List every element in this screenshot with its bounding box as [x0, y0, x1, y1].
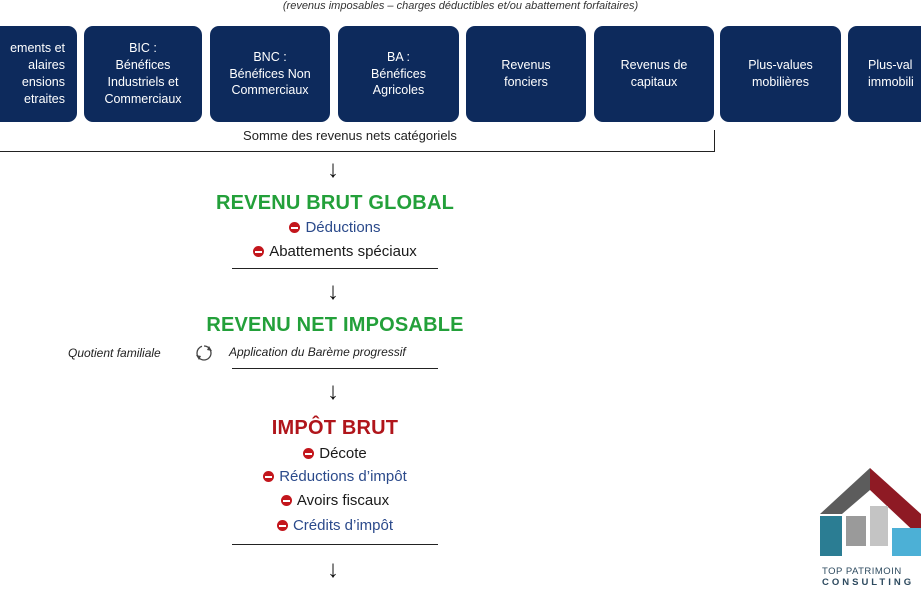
- minus-icon: [276, 520, 288, 531]
- category-box-revenus-capitaux: Revenus de capitaux: [594, 26, 714, 122]
- cycle-icon: [196, 345, 212, 361]
- divider-line: [232, 544, 438, 545]
- credits-label: Crédits d’impôt: [292, 517, 394, 534]
- divider-line: [232, 268, 438, 269]
- deductions-label: Déductions: [305, 219, 381, 236]
- down-arrow-icon: ↓: [327, 556, 339, 583]
- decote-label: Décote: [319, 445, 367, 462]
- sum-bracket: [0, 130, 715, 152]
- credits-item: Crédits d’impôt: [180, 517, 490, 534]
- company-logo-icon: [820, 468, 921, 556]
- revenu-net-title: REVENU NET IMPOSABLE: [206, 314, 464, 336]
- category-box-salaires: ements et alaires ensions etraites: [0, 26, 77, 122]
- quotient-familial-label: Quotient familiale: [68, 346, 161, 360]
- logo-text-line1: TOP PATRIMOIN: [822, 566, 902, 577]
- category-box-plus-values-mobilieres: Plus-values mobilières: [720, 26, 841, 122]
- down-arrow-icon: ↓: [327, 378, 339, 405]
- impot-brut-title: IMPÔT BRUT: [271, 417, 399, 439]
- sum-label: Somme des revenus nets catégoriels: [243, 128, 457, 143]
- abattements-label: Abattements spéciaux: [269, 243, 417, 260]
- category-box-ba: BA : Bénéfices Agricoles: [338, 26, 459, 122]
- minus-icon: [289, 222, 301, 233]
- logo-text-line2: CONSULTING: [822, 577, 915, 588]
- decote-item: Décote: [180, 445, 490, 462]
- down-arrow-icon: ↓: [327, 156, 339, 183]
- minus-icon: [253, 246, 265, 257]
- category-box-plus-values-immobilieres: Plus-val immobili: [848, 26, 921, 122]
- down-arrow-icon: ↓: [327, 278, 339, 305]
- category-box-bnc: BNC : Bénéfices Non Commerciaux: [210, 26, 330, 122]
- deductions-item: Déductions: [180, 219, 490, 236]
- avoirs-label: Avoirs fiscaux: [296, 492, 390, 509]
- category-box-revenus-fonciers: Revenus fonciers: [466, 26, 586, 122]
- minus-icon: [280, 495, 292, 506]
- revenu-brut-title: REVENU BRUT GLOBAL: [215, 192, 455, 214]
- subtitle: (revenus imposables – charges déductible…: [282, 0, 639, 12]
- category-box-bic: BIC : Bénéfices Industriels et Commercia…: [84, 26, 202, 122]
- abattements-item: Abattements spéciaux: [180, 243, 490, 260]
- divider-line: [232, 368, 438, 369]
- minus-icon: [263, 471, 275, 482]
- bareme-label: Application du Barème progressif: [229, 345, 406, 359]
- avoirs-item: Avoirs fiscaux: [180, 492, 490, 509]
- reductions-item: Réductions d’impôt: [180, 468, 490, 485]
- reductions-label: Réductions d’impôt: [279, 468, 407, 485]
- minus-icon: [303, 448, 315, 459]
